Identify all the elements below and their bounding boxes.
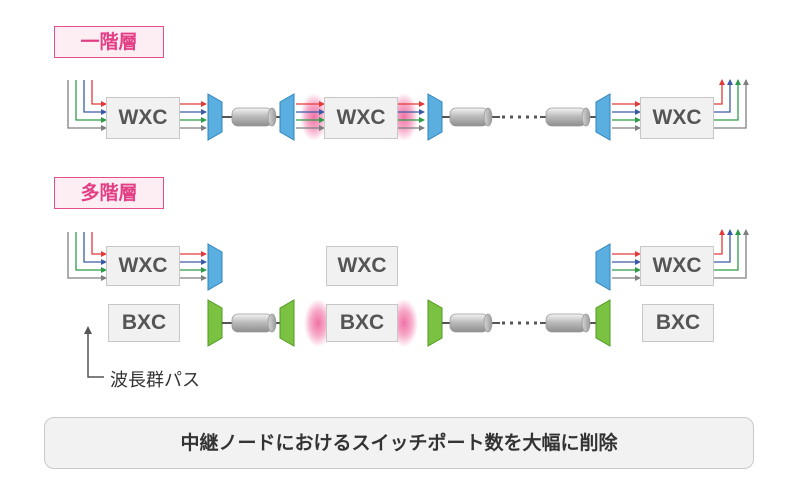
fiber-3 [222,313,286,333]
multi-layer-row [67,229,749,378]
wavelength-mux [207,243,223,291]
waveband-path-arrow [84,326,104,378]
bxc-node-middle: BXC [326,304,398,342]
input-wavelengths-left [67,80,107,131]
output-wavelengths-right [712,79,749,129]
wavelength-mux [207,93,223,141]
output-wavelengths-right-multi [712,229,749,279]
input-wavelengths-left-multi [67,232,107,281]
fiber-2 [442,107,600,127]
wxc-node-left-multi: WXC [106,246,180,286]
wxc-node-middle: WXC [324,97,398,139]
bxc-node-right: BXC [642,304,714,342]
group-mux [207,299,223,347]
wavelength-mux [427,93,443,141]
group-mux [427,299,443,347]
demux-to-wxc-arrows [296,101,325,131]
wxc-node-left: WXC [106,97,180,139]
wavelength-demux [279,93,295,141]
multi-layer-label: 多階層 [54,177,164,209]
wxc-node-right-multi: WXC [640,246,714,286]
single-layer-label: 一階層 [54,26,164,58]
fiber-1 [222,107,286,127]
wavelength-demux [595,243,611,291]
wxc-to-mux-arrows [180,101,207,131]
wxc-node-right: WXC [640,97,714,139]
bxc-node-left: BXC [108,304,180,342]
wavelength-demux [595,93,611,141]
group-demux [279,299,295,347]
fiber-4 [442,313,600,333]
demux-to-wxc-arrows-right [612,101,641,131]
waveband-path-label: 波長群パス [110,370,200,391]
wxc-node-middle-multi: WXC [326,246,398,286]
switch-port-glow-left-multi [304,299,332,347]
wxc-to-mux-arrows-multi [180,251,207,281]
wxc-to-mux-arrows-mid [398,101,425,131]
summary-bar: 中継ノードにおけるスイッチポート数を大幅に削除 [44,417,754,469]
demux-to-wxc-arrows-multi [612,251,641,281]
group-demux [595,299,611,347]
